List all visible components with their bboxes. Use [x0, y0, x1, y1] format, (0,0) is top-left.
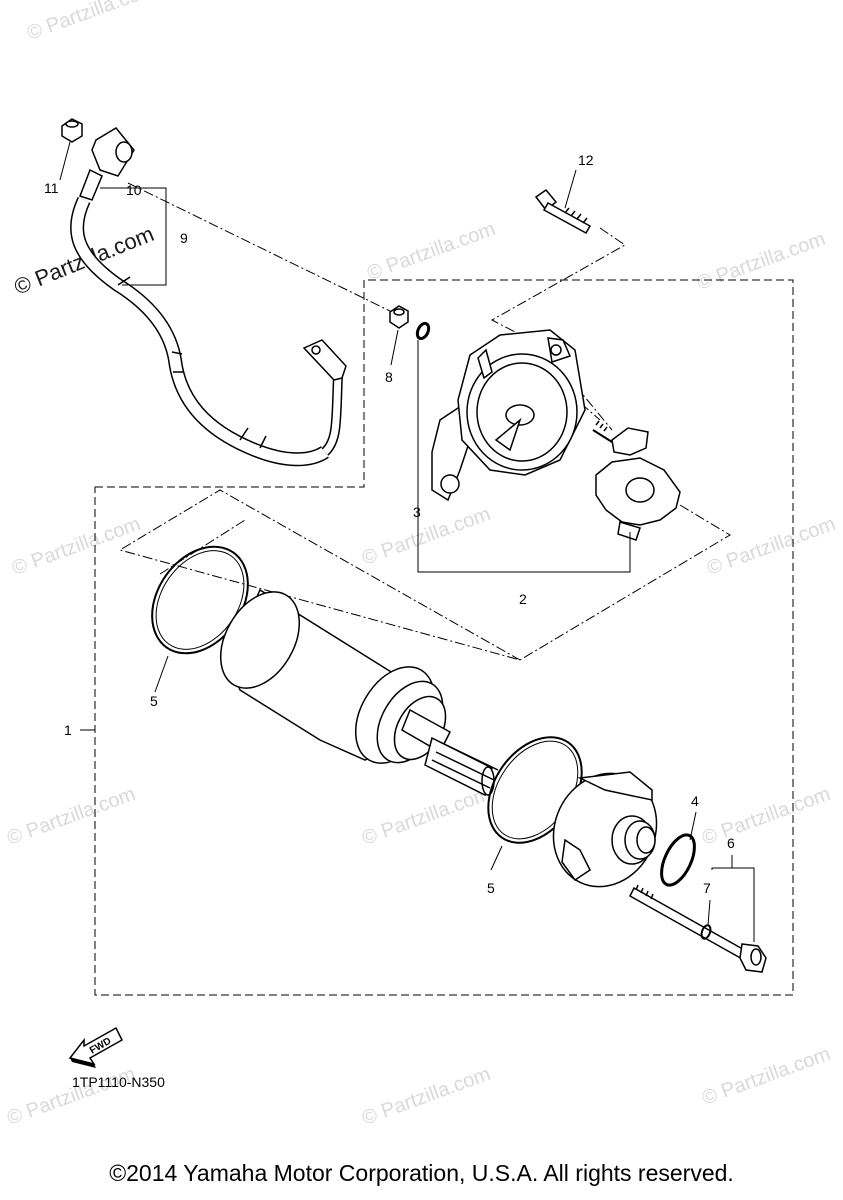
leader-lines — [59, 141, 755, 942]
watermark: © Partzilla.com — [359, 1063, 493, 1130]
lead-wire-part-9 — [70, 127, 347, 467]
nut-part-8 — [389, 305, 409, 329]
leader-8 — [390, 329, 399, 366]
leader-12 — [564, 169, 577, 209]
bolt-part-12 — [534, 188, 592, 235]
callout-2: 2 — [519, 591, 527, 607]
watermark: © Partzilla.com — [4, 783, 138, 850]
callout-10: 10 — [126, 182, 142, 198]
fwd-arrow-icon: FWD — [68, 1026, 123, 1068]
ring-terminal — [302, 339, 347, 381]
watermark: © Partzilla.com — [699, 783, 833, 850]
leader-7 — [707, 899, 711, 926]
bracket-6 — [711, 867, 755, 942]
callout-4: 4 — [691, 793, 699, 809]
callout-9: 9 — [180, 230, 188, 246]
through-bolt-part-6 — [629, 884, 767, 973]
assembly-boxes — [94, 279, 794, 996]
guide-brush-holder — [118, 489, 731, 661]
o-ring-part-4 — [660, 833, 696, 887]
guide-cable-to-nut — [127, 182, 393, 313]
front-cover — [552, 771, 658, 888]
leader-5-lower — [490, 845, 503, 871]
cap-neck — [79, 168, 103, 201]
callout-8: 8 — [385, 369, 393, 385]
callout-12: 12 — [578, 152, 594, 168]
rear-cover — [431, 329, 586, 502]
box-starter-assembly — [94, 279, 794, 996]
watermark: © Partzilla.com — [359, 783, 493, 850]
watermark: © Partzilla.com — [359, 503, 493, 570]
callout-7: 7 — [703, 880, 711, 896]
nut-part-11 — [61, 118, 83, 143]
diagram-code: 1TP1110-N350 — [72, 1074, 165, 1090]
callout-6: 6 — [727, 835, 735, 851]
watermark: © Partzilla.com — [24, 0, 158, 45]
callout-3: 3 — [413, 504, 421, 520]
callout-5-lower: 5 — [487, 880, 495, 896]
copyright-notice: ©2014 Yamaha Motor Corporation, U.S.A. A… — [109, 1160, 734, 1186]
o-ring-part-3 — [415, 321, 431, 341]
callouts: 12 11 10 9 8 3 2 1 5 5 4 6 7 — [44, 152, 735, 896]
brush-holder — [592, 420, 681, 541]
leader-5-upper — [154, 655, 169, 693]
watermark-grid: © Partzilla.com © Partzilla.com © Partzi… — [4, 0, 838, 1130]
watermark: © Partzilla.com — [9, 513, 143, 580]
fwd-label: FWD — [88, 1036, 113, 1057]
guide-oring-front — [159, 519, 246, 575]
watermark: © Partzilla.com — [704, 513, 838, 580]
watermark: © Partzilla.com — [364, 218, 498, 285]
leader-11 — [59, 141, 71, 181]
washer-part-7 — [700, 924, 712, 940]
callout-5-upper: 5 — [150, 693, 158, 709]
watermark: © Partzilla.com — [699, 1043, 833, 1110]
starter-motor-yoke — [219, 588, 499, 797]
leader-4 — [689, 811, 697, 841]
terminal-cap — [91, 127, 135, 177]
bracket-2-3 — [417, 340, 631, 573]
callout-11: 11 — [44, 180, 59, 196]
guide-bolt-to-housing — [490, 227, 626, 334]
callout-1: 1 — [64, 722, 72, 738]
watermark: © Partzilla.com — [694, 228, 828, 295]
watermark: © Partzilla.com — [4, 1063, 138, 1130]
